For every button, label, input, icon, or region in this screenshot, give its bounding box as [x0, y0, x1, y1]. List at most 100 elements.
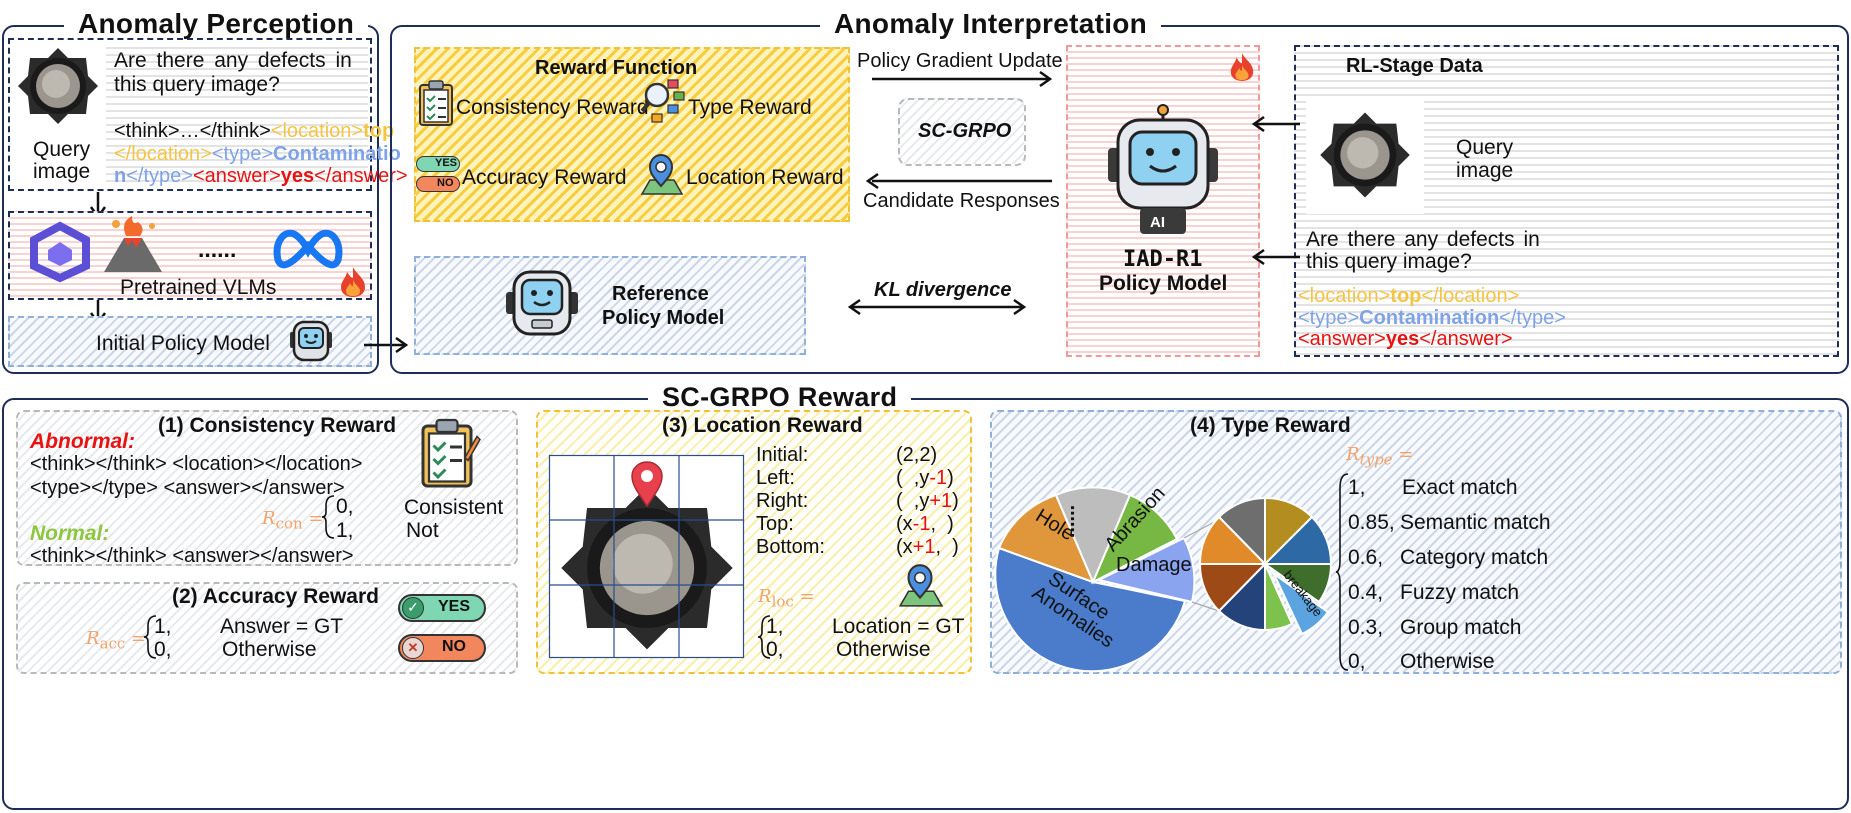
- perception-response-line-2: </location><type>Contaminatio: [114, 143, 401, 166]
- iad-r1-label: IAD-R1: [1123, 247, 1203, 272]
- r-acc-case-1-cond: Answer = GT: [220, 615, 344, 638]
- question-bg: [106, 42, 368, 186]
- rl-to-policy-arrow-2: [1251, 248, 1300, 266]
- pie-label-dots: ......: [1066, 504, 1089, 539]
- rl-type-open: <type>: [1298, 307, 1360, 329]
- r-loc-pin-icon: [898, 564, 944, 607]
- resp-think: <think>…</think>: [114, 120, 271, 142]
- reward-function-title: Reward Function: [535, 57, 698, 79]
- consistency-title: (1) Consistency Reward: [158, 414, 397, 437]
- r-loc-case-2-cond: Otherwise: [836, 638, 931, 661]
- normal-line-1: <think></think> <answer></answer>: [30, 545, 354, 567]
- reference-policy-box: [414, 256, 806, 355]
- r-loc-brace: [757, 615, 771, 659]
- r-con-eq: =: [308, 508, 324, 529]
- type-case-val-0: 1,: [1348, 476, 1366, 499]
- pie-slice-others: [1054, 486, 1132, 585]
- r-acc-brace: [143, 615, 157, 659]
- pie-label-damage: Damage: [1116, 554, 1192, 576]
- rl-loc-close: </location>: [1421, 285, 1520, 307]
- perception-response-line-3: n</type><answer>yes</answer>: [114, 165, 408, 188]
- rl-question-1: Are there any defects in: [1306, 228, 1540, 251]
- rl-to-policy-arrow-1: [1251, 115, 1300, 133]
- clipboard-icon: [419, 80, 453, 126]
- robot-chip-label: AI: [1150, 214, 1165, 231]
- candidate-responses-arrow: [865, 172, 1052, 190]
- abnormal-line-1: <think></think> <location></location>: [30, 453, 363, 475]
- rl-response-line-1: <location>top</location>: [1298, 285, 1519, 308]
- r-type-symbol: R: [1346, 444, 1360, 465]
- consistency-reward-label: Consistency Reward: [456, 96, 649, 119]
- r-loc-sub: loc: [771, 592, 794, 611]
- type-title: (4) Type Reward: [1190, 414, 1351, 437]
- volcano-icon: [104, 216, 162, 272]
- perception-question-2: this query image?: [114, 73, 280, 96]
- abnormal-label: Abnormal:: [30, 430, 135, 453]
- location-row-mark-3: -1: [912, 513, 931, 535]
- sub-slice-orange: [1198, 515, 1268, 565]
- pretrained-vlms-label: Pretrained VLMs: [120, 276, 277, 299]
- resp-ans-open: <answer>: [192, 165, 281, 187]
- r-acc-sub: acc: [99, 634, 126, 653]
- r-loc-case-1-val: 1,: [766, 615, 784, 638]
- type-case-val-2: 0.6,: [1348, 546, 1384, 569]
- qwen-logo-icon: [30, 221, 90, 283]
- rl-response-line-2: <type>Contamination</type>: [1298, 307, 1566, 330]
- iad-r1-robot-icon: [1108, 104, 1218, 234]
- location-row-post-1: ): [947, 467, 954, 489]
- candidate-responses-label: Candidate Responses: [863, 190, 1060, 212]
- type-case-cond-5: Otherwise: [1400, 650, 1495, 673]
- location-row-value-2: ( ,y+1): [896, 490, 959, 513]
- no-badge-small-text: NO: [437, 177, 454, 189]
- resp-ans-val: yes: [280, 165, 315, 187]
- location-row-value-4: (x+1, ): [896, 536, 959, 559]
- pie-slice-surface-anomalies: [994, 546, 1187, 673]
- type-case-cond-3: Fuzzy match: [1400, 581, 1520, 604]
- sub-slice-breakage: [1271, 571, 1330, 636]
- policy-fire-icon: [1230, 53, 1254, 81]
- r-loc-case-2-val: 0,: [766, 638, 784, 661]
- resp-loc-close: </location>: [114, 143, 212, 165]
- vlm-dots: ......: [198, 236, 237, 262]
- r-loc-case-1-cond: Location = GT: [832, 615, 965, 638]
- r-acc-formula: Racc =: [86, 628, 146, 653]
- r-type-brace: [1335, 473, 1349, 671]
- arrow-to-reference: [364, 336, 409, 354]
- perception-input-box: [8, 38, 372, 191]
- type-case-val-4: 0.3,: [1348, 616, 1384, 639]
- location-row-post-3: , ): [930, 513, 954, 535]
- resp-type-open: <type>: [211, 143, 274, 165]
- accuracy-reward-label: Accuracy Reward: [462, 166, 627, 189]
- fire-icon: [341, 267, 365, 297]
- anomaly-perception-title: Anomaly Perception: [64, 8, 369, 40]
- yes-badge-small-text: YES: [435, 157, 458, 169]
- initial-policy-robot-icon: [290, 320, 332, 362]
- meta-logo-icon: [273, 229, 343, 269]
- r-con-case-2: 1,: [336, 519, 354, 542]
- sc-grpo-reward-title: SC-GRPO Reward: [648, 382, 912, 413]
- no-badge-large: ✕ NO: [398, 634, 486, 662]
- rl-response-line-3: <answer>yes</answer>: [1298, 328, 1513, 351]
- r-acc-case-2-val: 0,: [154, 638, 172, 661]
- type-case-val-3: 0.4,: [1348, 581, 1384, 604]
- location-row-pre-4: (x: [896, 536, 913, 558]
- type-case-cond-2: Category match: [1400, 546, 1549, 569]
- rl-data-title: RL-Stage Data: [1346, 55, 1483, 77]
- location-row-value-3: (x-1, ): [896, 513, 954, 536]
- pie-slice-hole: [997, 493, 1095, 584]
- type-reward-label: Type Reward: [688, 96, 812, 119]
- location-row-mark-1: -1: [929, 467, 948, 489]
- perception-question-1: Are there any defects in: [114, 49, 352, 72]
- yes-badge-large: ✓ YES: [398, 594, 486, 622]
- r-con-brace: [321, 495, 335, 539]
- location-row-pre-1: ( ,y: [896, 467, 930, 489]
- resp-ans-close: </answer>: [314, 165, 408, 187]
- reward-function-box: [414, 47, 850, 222]
- location-row-post-4: , ): [935, 536, 959, 558]
- pie-slice-damage: [1096, 536, 1196, 604]
- r-con-case-1: 0,: [336, 495, 354, 518]
- r-con-sub: con: [275, 514, 303, 533]
- kl-divergence-label: KL divergence: [874, 279, 1012, 301]
- rl-query-image: [1320, 112, 1410, 198]
- r-type-eq: =: [1398, 444, 1414, 465]
